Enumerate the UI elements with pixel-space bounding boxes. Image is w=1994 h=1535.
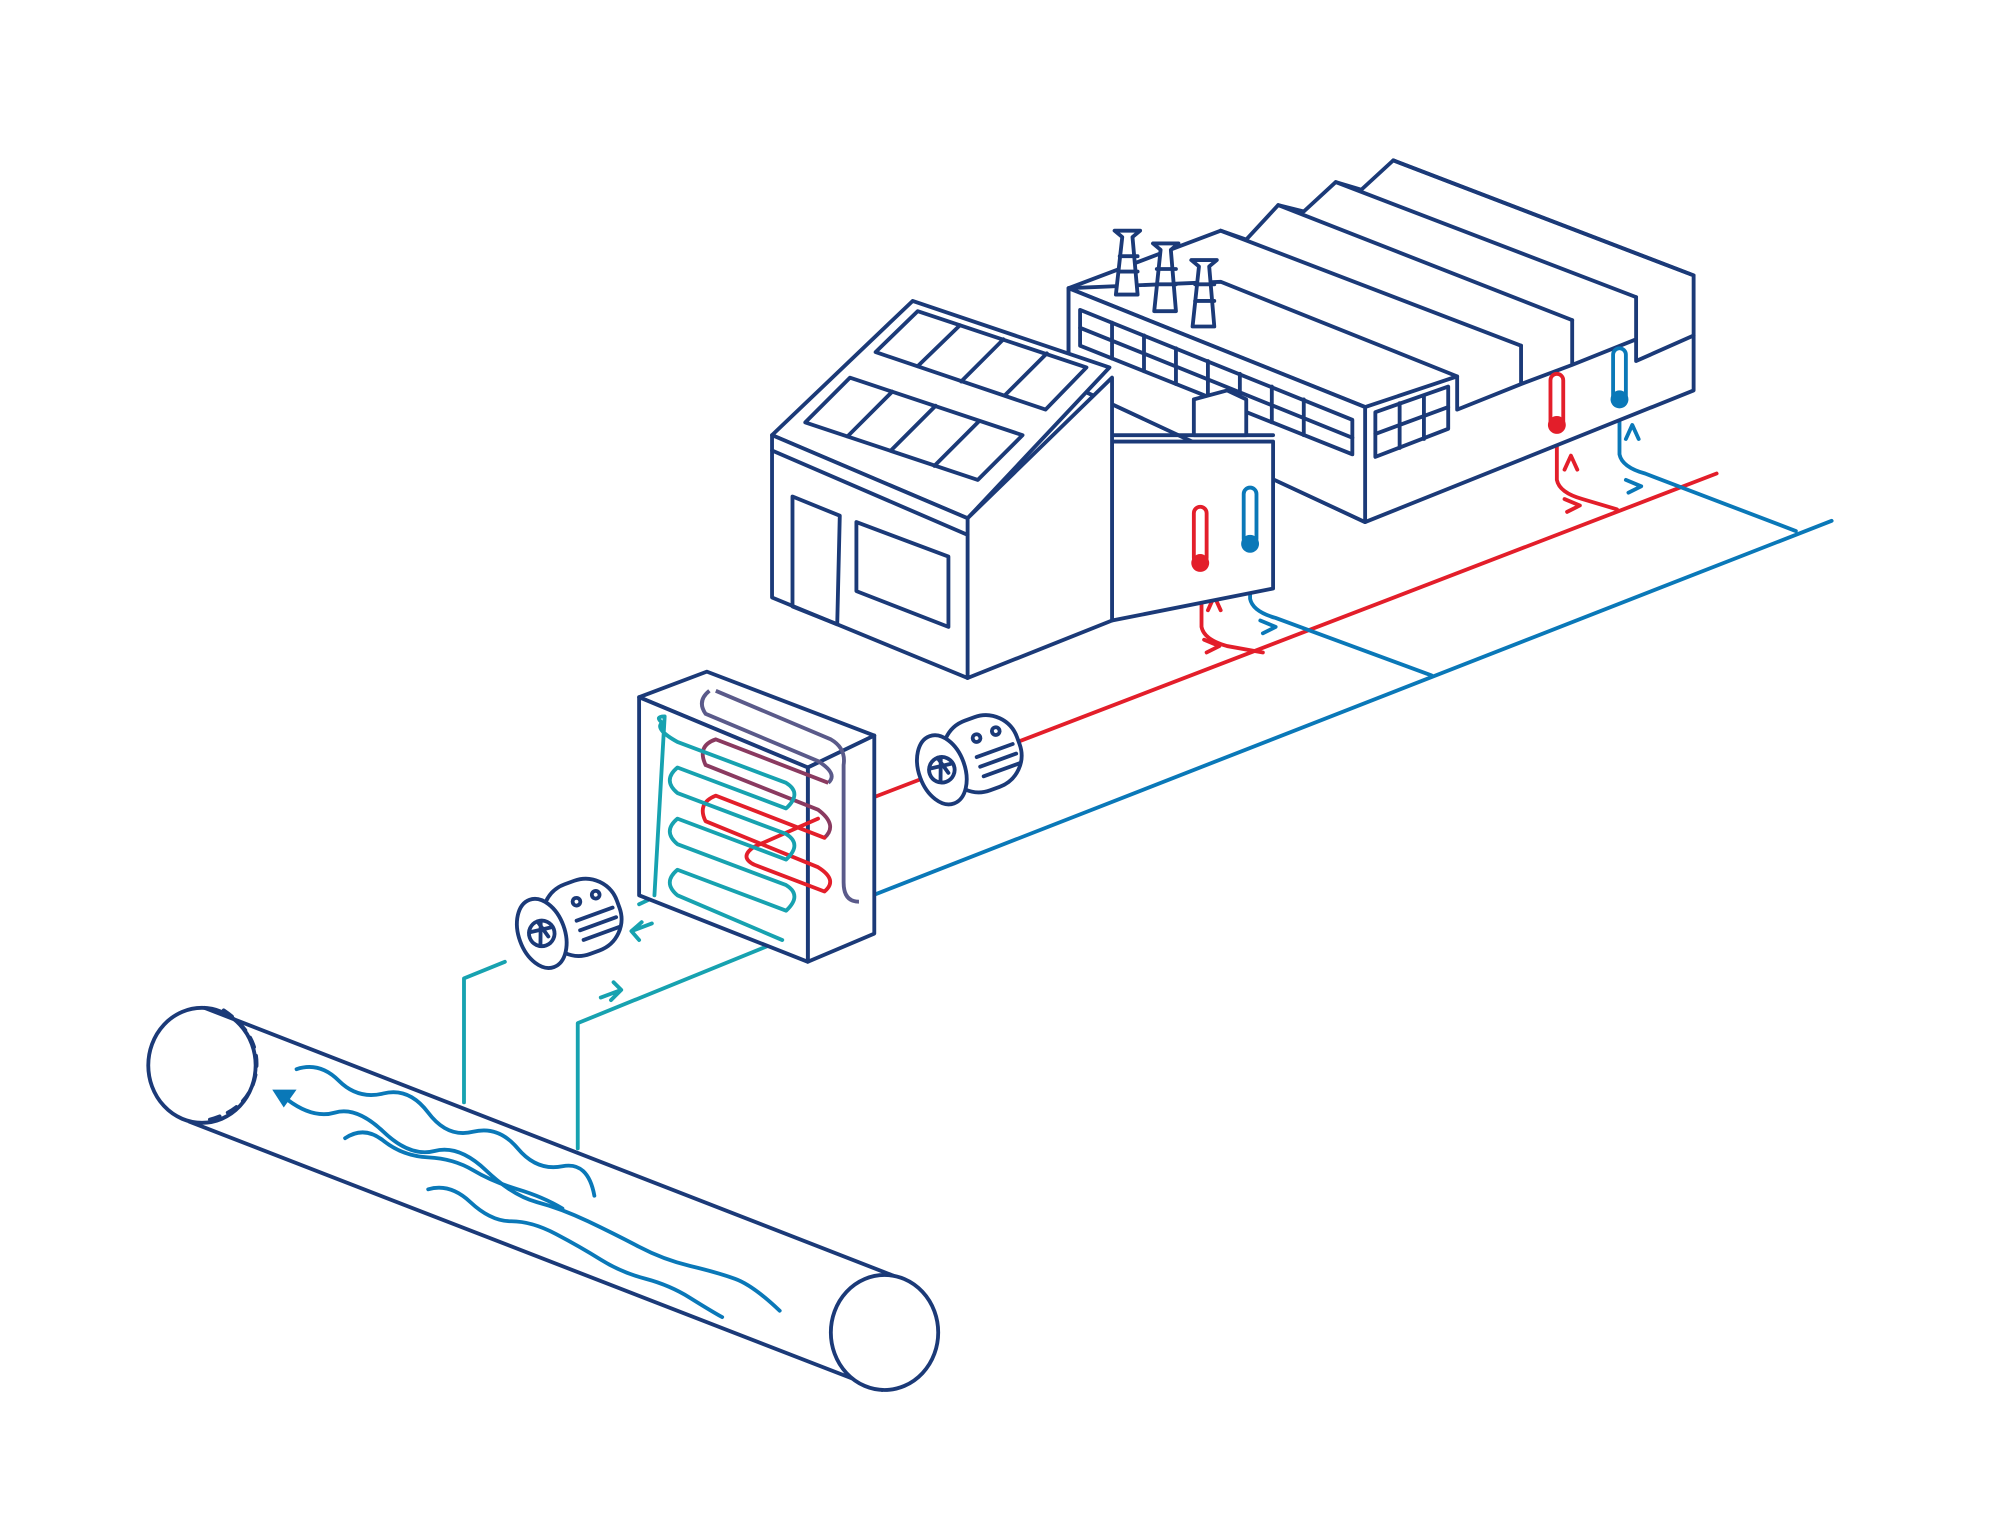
heat-exchanger bbox=[637, 669, 877, 964]
flow-arrow-icon bbox=[272, 1089, 297, 1108]
sewer-pipe bbox=[146, 1005, 941, 1392]
thermometer-cold-icon bbox=[1241, 485, 1260, 553]
chimney-icon bbox=[1112, 228, 1219, 329]
pump-icon bbox=[915, 713, 1024, 807]
solar-panel-icon bbox=[803, 309, 1089, 482]
thermometer-cold-icon bbox=[1610, 346, 1629, 409]
factory-windows bbox=[1078, 307, 1451, 459]
office-building bbox=[770, 299, 1276, 680]
thermometer-hot-icon bbox=[1547, 371, 1566, 434]
pump-icon bbox=[514, 876, 624, 970]
thermometer-hot-icon bbox=[1191, 504, 1210, 572]
wastewater-flow-waves bbox=[272, 1065, 782, 1320]
